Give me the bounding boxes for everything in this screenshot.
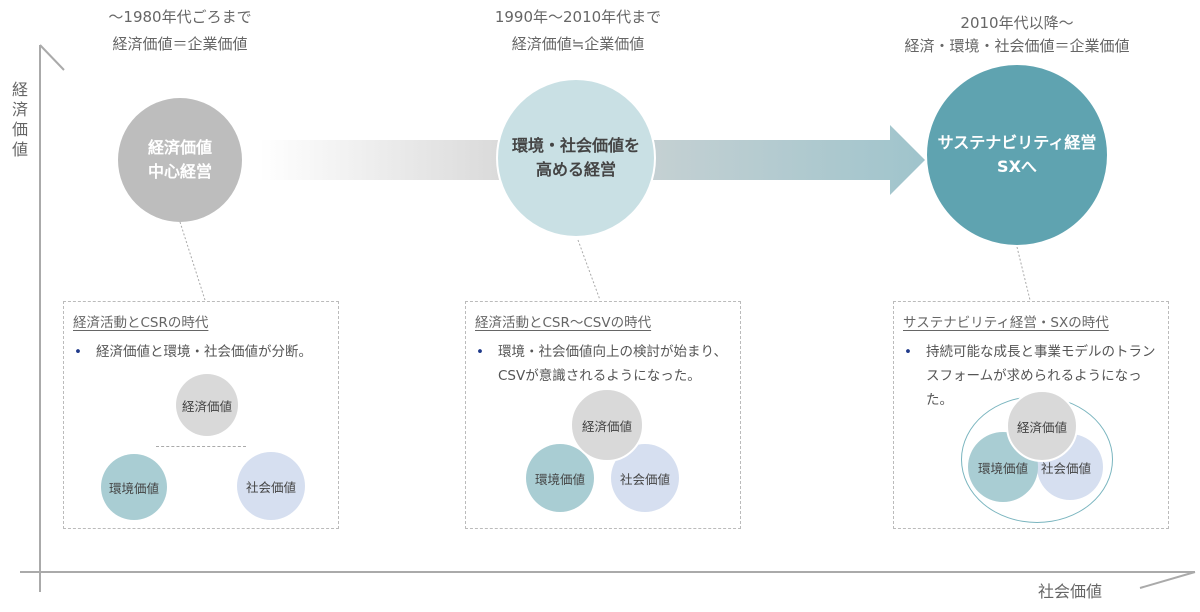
relation: 経済価値＝企業価値 [112,35,248,53]
relation: 経済・環境・社会価値＝企業価値 [904,37,1130,55]
era-circle-2: 環境・社会価値を 高める経営 [496,78,656,238]
period: 〜1980年代ごろまで [108,8,252,26]
connector [577,239,601,301]
environmental-value-circle: 環境価値 [101,454,167,520]
bullet-icon: • [74,344,82,360]
era-header-3: 2010年代以降〜経済・環境・社会価値＝企業価値 [857,12,1177,58]
economic-value-circle: 経済価値 [570,388,644,462]
box-title: 経済活動とCSR〜CSVの時代 [475,315,652,331]
period: 2010年代以降〜 [960,14,1074,32]
connector [1016,246,1031,301]
bullet-text: 環境・社会価値向上の検討が始まり、CSVが意識されるようになった。 [498,344,727,384]
relation: 経済価値≒企業価値 [511,35,645,53]
economic-value-circle: 経済価値 [1006,390,1078,462]
era-circle-1: 経済価値 中心経営 [118,98,242,222]
box-title: サステナビリティ経営・SXの時代 [903,315,1109,331]
box-title: 経済活動とCSRの時代 [73,315,209,331]
era-box-2: 経済活動とCSR〜CSVの時代 • 環境・社会価値向上の検討が始まり、CSVが意識… [465,301,741,529]
bullet-text: 持続可能な成長と事業モデルのトランスフォームが求められるようになった。 [926,344,1156,408]
y-axis-label: 経済価値 [12,80,29,159]
bullet-icon: • [904,344,912,360]
era-box-3: サステナビリティ経営・SXの時代 • 持続可能な成長と事業モデルのトランスフォーム… [893,301,1169,529]
era-header-2: 1990年〜2010年代まで経済価値≒企業価値 [418,4,738,58]
period: 1990年〜2010年代まで [494,8,662,26]
bullet-text: 経済価値と環境・社会価値が分断。 [96,344,312,360]
connector [179,221,206,301]
bullet-item: • 環境・社会価値向上の検討が始まり、CSVが意識されるようになった。 [476,340,732,388]
bullet-item: • 経済価値と環境・社会価値が分断。 [74,340,330,364]
era-box-1: 経済活動とCSRの時代 •経済価値と環境・社会価値が分断。 経済価値 環境価値 … [63,301,339,529]
divider [156,446,246,447]
x-axis-tick [1139,571,1196,589]
social-value-circle: 社会価値 [237,452,305,520]
environmental-value-circle: 環境価値 [526,444,594,512]
bullet-item: • 持続可能な成長と事業モデルのトランスフォームが求められるようになった。 [904,340,1160,412]
y-axis-tick [39,44,65,71]
era-header-1: 〜1980年代ごろまで経済価値＝企業価値 [20,4,340,58]
economic-value-circle: 経済価値 [176,374,238,436]
x-axis-label: 社会価値 [1038,582,1103,601]
era-circle-3: サステナビリティ経営 SXへ [925,63,1109,247]
bullet-icon: • [476,344,484,360]
